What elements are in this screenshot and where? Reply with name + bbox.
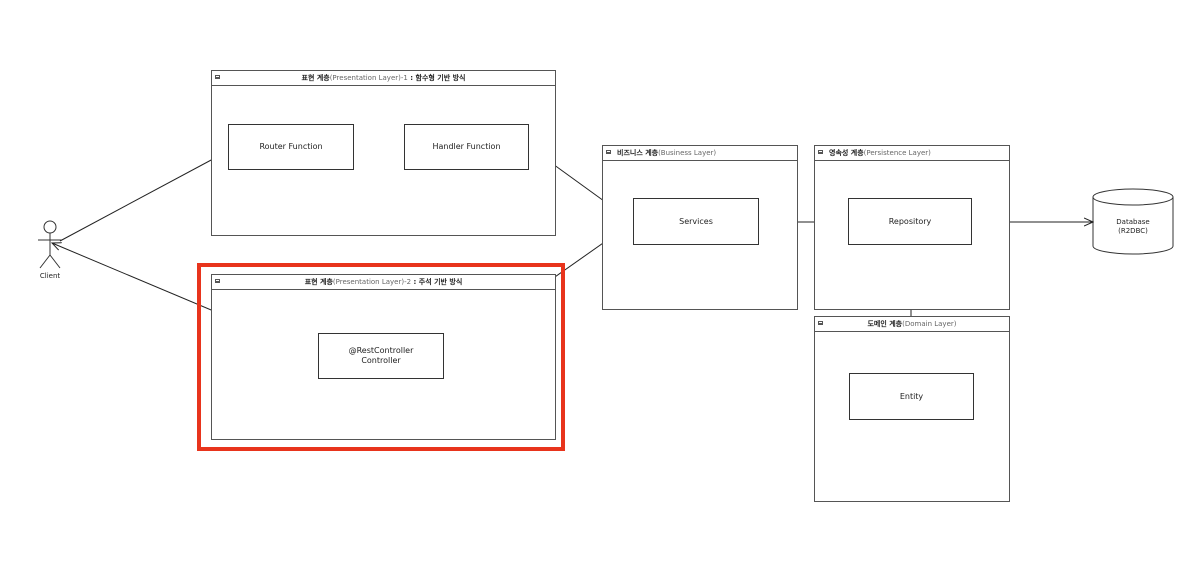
controller-node: @RestController Controller bbox=[318, 333, 444, 379]
presentation-layer-annotation: 표현 계층(Presentation Layer)-2 : 주석 기반 방식 bbox=[211, 274, 556, 440]
domain-title: 도메인 계층(Domain Layer) bbox=[815, 317, 1009, 332]
database-label: Database (R2DBC) bbox=[1116, 218, 1150, 235]
package-icon bbox=[818, 321, 823, 325]
package-icon bbox=[818, 150, 823, 154]
persistence-title: 영속성 계층(Persistence Layer) bbox=[815, 146, 1009, 161]
client-actor-icon bbox=[38, 220, 62, 269]
repository-node: Repository bbox=[848, 198, 972, 245]
database-icon bbox=[1092, 188, 1174, 255]
handler-function-node: Handler Function bbox=[404, 124, 529, 170]
package-icon bbox=[606, 150, 611, 154]
edge-client-router bbox=[59, 151, 228, 242]
router-function-node: Router Function bbox=[228, 124, 354, 170]
presentation-functional-title: 표현 계층(Presentation Layer)-1 : 함수형 기반 방식 bbox=[212, 71, 555, 86]
entity-node: Entity bbox=[849, 373, 974, 420]
package-icon bbox=[215, 75, 220, 79]
presentation-annotation-title: 표현 계층(Presentation Layer)-2 : 주석 기반 방식 bbox=[212, 275, 555, 290]
highlight-box bbox=[197, 263, 565, 451]
services-node: Services bbox=[633, 198, 759, 245]
package-icon bbox=[215, 279, 220, 283]
business-title: 비즈니스 계층(Business Layer) bbox=[603, 146, 797, 161]
client-label: Client bbox=[39, 272, 61, 280]
